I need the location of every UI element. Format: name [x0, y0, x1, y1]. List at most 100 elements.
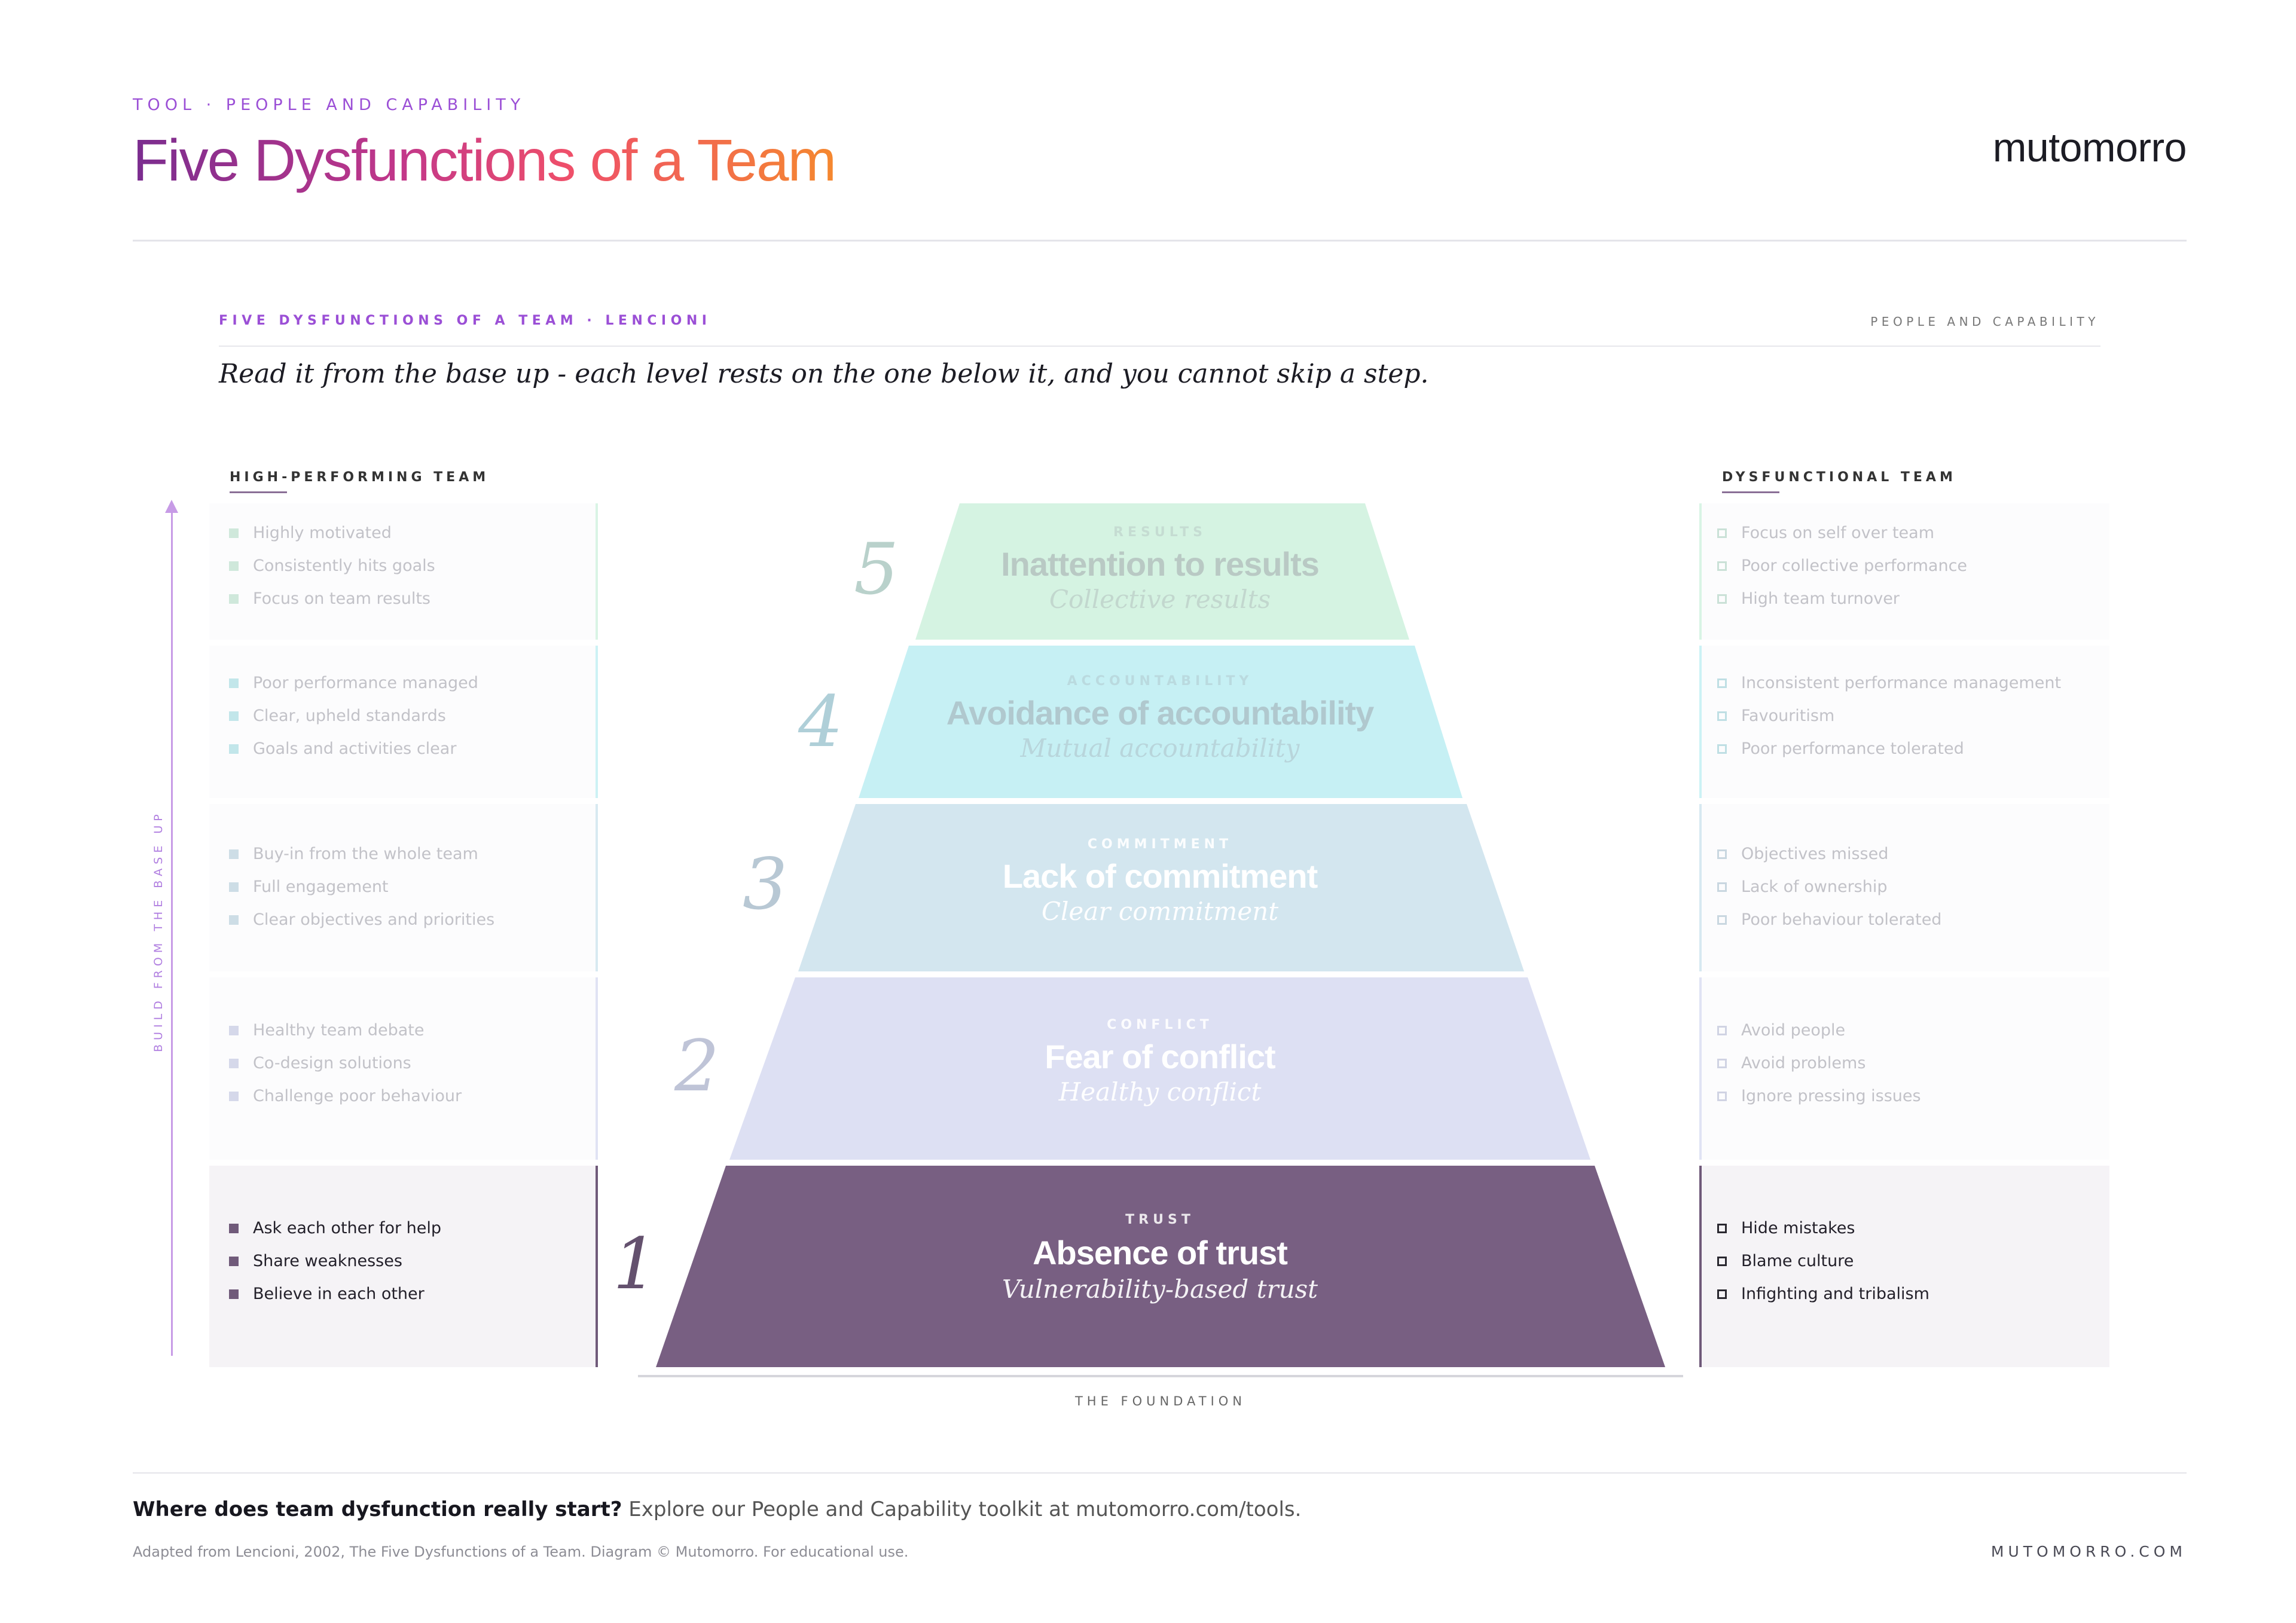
bullet-square-icon	[229, 1091, 239, 1101]
list-item: Inconsistent performance management	[1717, 667, 2061, 699]
list-item: Avoid problems	[1717, 1047, 1921, 1080]
list-item: Share weaknesses	[229, 1245, 441, 1277]
list-item: Lack of ownership	[1717, 870, 1941, 903]
list-item: Healthy team debate	[229, 1014, 462, 1047]
level-title: Inattention to results	[1001, 545, 1320, 583]
high-performing-panel-results: Highly motivated Consistently hits goals…	[209, 503, 598, 640]
level-4-text: ACCOUNTABILITY Avoidance of accountabili…	[718, 674, 1602, 763]
list-item: Clear objectives and priorities	[229, 903, 494, 936]
level-1-text: TRUST Absence of trust Vulnerability-bas…	[718, 1212, 1602, 1304]
list-item: Focus on team results	[229, 582, 435, 615]
dysfunctional-panel-results: Focus on self over team Poor collective …	[1699, 503, 2109, 640]
list-item: Buy-in from the whole team	[229, 838, 494, 870]
list-item: High team turnover	[1717, 582, 1967, 615]
bullet-square-icon	[229, 1025, 239, 1035]
level-subtitle: Healthy conflict	[1058, 1077, 1262, 1107]
panel-accent-bar	[596, 646, 598, 798]
level-subtitle: Clear commitment	[1041, 897, 1279, 926]
figure-category: PEOPLE AND CAPABILITY	[1870, 314, 2099, 329]
figure-divider	[219, 346, 2100, 347]
level-subtitle: Vulnerability-based trust	[1002, 1274, 1318, 1304]
checkbox-square-icon	[1717, 561, 1727, 571]
bullet-square-icon	[229, 882, 239, 892]
checkbox-square-icon	[1717, 1058, 1727, 1068]
dysfunctional-panel-trust: Hide mistakes Blame culture Infighting a…	[1699, 1166, 2109, 1367]
build-axis-line	[171, 508, 173, 1356]
checkbox-square-icon	[1717, 1223, 1727, 1233]
bullet-square-icon	[229, 1058, 239, 1068]
list-item: Poor performance tolerated	[1717, 732, 2061, 765]
bullet-square-icon	[229, 528, 239, 538]
checkbox-square-icon	[1717, 678, 1727, 688]
footer-toolkit-link[interactable]: Explore our People and Capability toolki…	[628, 1497, 1302, 1521]
foundation-label: THE FOUNDATION	[1074, 1394, 1247, 1408]
bullet-square-icon	[229, 561, 239, 571]
list-item: Focus on self over team	[1717, 516, 1967, 549]
pyramid-level-4	[859, 646, 1463, 798]
level-2-text: CONFLICT Fear of conflict Healthy confli…	[718, 1017, 1602, 1107]
list-item: Co-design solutions	[229, 1047, 462, 1080]
level-5-text: RESULTS Inattention to results Collectiv…	[718, 525, 1602, 614]
list-item: Goals and activities clear	[229, 732, 478, 765]
list-item: Infighting and tribalism	[1717, 1277, 1929, 1310]
level-3-text: COMMITMENT Lack of commitment Clear comm…	[718, 837, 1602, 926]
list-item: Blame culture	[1717, 1245, 1929, 1277]
dysfunctional-panel-commitment: Objectives missed Lack of ownership Poor…	[1699, 804, 2109, 971]
list-item: Believe in each other	[229, 1277, 441, 1310]
bullet-square-icon	[229, 711, 239, 721]
level-subtitle: Mutual accountability	[1020, 733, 1300, 763]
pyramid-level-3	[798, 804, 1524, 971]
level-number-2: 2	[674, 1025, 720, 1107]
list-item: Objectives missed	[1717, 838, 1941, 870]
level-number-5: 5	[854, 528, 899, 610]
panel-accent-bar	[1699, 503, 1702, 640]
tool-eyebrow: TOOL · PEOPLE AND CAPABILITY	[133, 96, 526, 114]
list-item: Poor performance managed	[229, 667, 478, 699]
list-item: Avoid people	[1717, 1014, 1921, 1047]
list-item: Hide mistakes	[1717, 1212, 1929, 1245]
dysfunctional-panel-conflict: Avoid people Avoid problems Ignore press…	[1699, 977, 2109, 1160]
bullet-square-icon	[229, 915, 239, 925]
footer-site-link[interactable]: MUTOMORRO.COM	[1990, 1543, 2187, 1560]
list-item: Clear, upheld standards	[229, 699, 478, 732]
dysfunctional-panel-accountability: Inconsistent performance management Favo…	[1699, 646, 2109, 798]
level-eyebrow: ACCOUNTABILITY	[1067, 674, 1253, 689]
footer-divider	[133, 1472, 2187, 1474]
pyramid-level-1	[656, 1166, 1665, 1367]
foundation-line	[638, 1375, 1683, 1377]
level-title: Fear of conflict	[1045, 1038, 1275, 1075]
level-eyebrow: TRUST	[1125, 1212, 1195, 1227]
figure-intro: Read it from the base up - each level re…	[219, 359, 1429, 389]
level-eyebrow: CONFLICT	[1107, 1017, 1213, 1032]
page-title: Five Dysfunctions of a Team	[133, 127, 836, 193]
level-eyebrow: COMMITMENT	[1087, 837, 1233, 852]
checkbox-square-icon	[1717, 594, 1727, 604]
list-item: Poor behaviour tolerated	[1717, 903, 1941, 936]
footer-credit: Adapted from Lencioni, 2002, The Five Dy…	[133, 1543, 909, 1560]
bullet-square-icon	[229, 1223, 239, 1233]
high-performing-heading: HIGH-PERFORMING TEAM	[230, 470, 490, 485]
list-item: Challenge poor behaviour	[229, 1080, 462, 1112]
high-performing-panel-accountability: Poor performance managed Clear, upheld s…	[209, 646, 598, 798]
list-item: Ask each other for help	[229, 1212, 441, 1245]
brand-logo[interactable]: mutomorro	[1992, 125, 2187, 170]
high-performing-panel-commitment: Buy-in from the whole team Full engageme…	[209, 804, 598, 971]
checkbox-square-icon	[1717, 915, 1727, 925]
level-subtitle: Collective results	[1049, 585, 1271, 614]
header-divider	[133, 240, 2187, 242]
checkbox-square-icon	[1717, 711, 1727, 721]
checkbox-square-icon	[1717, 1289, 1727, 1299]
footer-cta: Where does team dysfunction really start…	[133, 1497, 1301, 1521]
list-item: Consistently hits goals	[229, 549, 435, 582]
pyramid-level-2	[729, 977, 1590, 1160]
level-number-1: 1	[613, 1222, 658, 1305]
panel-accent-bar	[596, 1166, 598, 1367]
bullet-square-icon	[229, 849, 239, 859]
panel-accent-bar	[596, 977, 598, 1160]
level-number-4: 4	[798, 680, 844, 763]
checkbox-square-icon	[1717, 1256, 1727, 1266]
level-title: Absence of trust	[1033, 1234, 1288, 1271]
level-title: Lack of commitment	[1002, 857, 1318, 895]
list-item: Poor collective performance	[1717, 549, 1967, 582]
bullet-square-icon	[229, 744, 239, 754]
